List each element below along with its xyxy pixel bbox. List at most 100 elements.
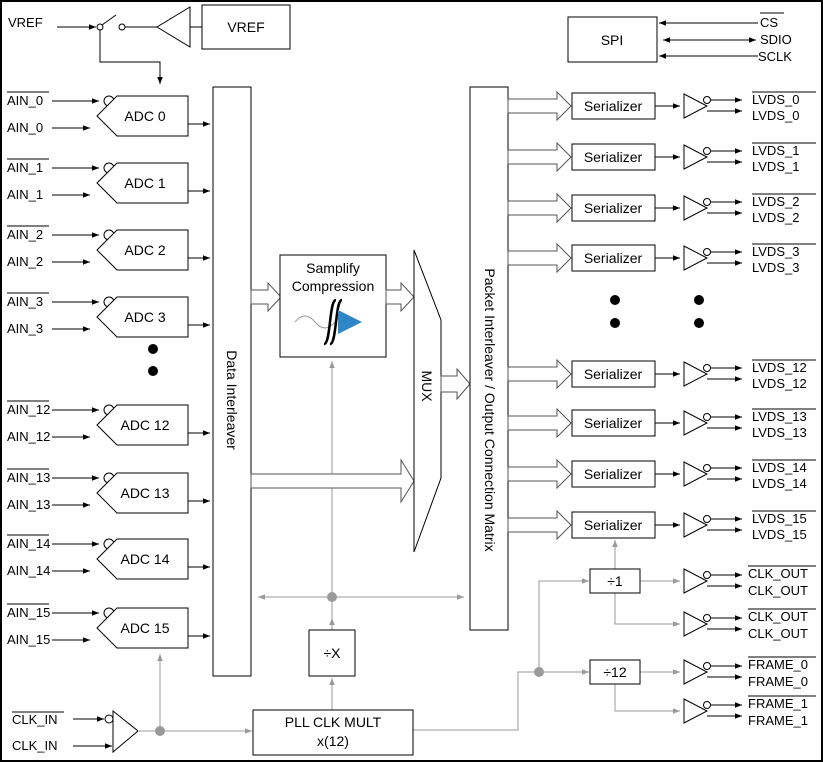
lvds-negative-label: LVDS_15 xyxy=(752,511,807,526)
bus-arrow xyxy=(507,509,572,541)
adc-label: ADC 1 xyxy=(124,175,165,191)
lvds-positive-label: LVDS_13 xyxy=(752,425,807,440)
output-driver xyxy=(683,698,709,724)
output-negative-label: FRAME_0 xyxy=(748,657,808,672)
ellipsis-dot xyxy=(694,295,704,305)
adc-block xyxy=(96,538,189,580)
spi-sclk-label: SCLK xyxy=(758,49,792,64)
serializer-label: Serializer xyxy=(584,200,643,216)
adc-block xyxy=(96,296,189,338)
output-negative-label: FRAME_1 xyxy=(748,696,808,711)
output-driver xyxy=(683,659,709,685)
ain-positive-label: AIN_3 xyxy=(7,321,43,336)
lvds-driver xyxy=(683,461,709,487)
ain-positive-label: AIN_2 xyxy=(7,254,43,269)
divide-by-1-block xyxy=(589,568,641,594)
compression-label: Compression xyxy=(292,278,374,294)
serializer-block xyxy=(571,143,656,171)
ain-negative-label: AIN_14 xyxy=(7,536,50,551)
pll-label: PLL CLK MULT xyxy=(285,714,382,730)
ellipsis-dot xyxy=(148,366,158,376)
bus-arrow xyxy=(507,407,572,439)
adc-block xyxy=(96,95,189,137)
ain-negative-label: AIN_0 xyxy=(7,93,43,108)
bus-arrow xyxy=(507,90,572,122)
spi-block xyxy=(567,16,658,63)
spi-block-label: SPI xyxy=(601,32,624,48)
vref-buffer xyxy=(156,6,191,48)
serializer-label: Serializer xyxy=(584,517,643,533)
clk-in-section: CLK_IN CLK_IN xyxy=(12,654,252,754)
lvds-driver xyxy=(683,361,709,387)
serializer-label: Serializer xyxy=(584,250,643,266)
lvds-driver xyxy=(683,93,709,119)
bus-arrow xyxy=(507,141,572,173)
lvds-positive-label: LVDS_0 xyxy=(752,108,799,123)
clk-in-n-label: CLK_IN xyxy=(12,712,58,727)
ain-positive-label: AIN_13 xyxy=(7,497,50,512)
mux-block xyxy=(413,249,442,553)
pll-multiplier-label: x(12) xyxy=(317,733,349,749)
samplify-logo-icon xyxy=(294,298,362,346)
bus-arrow xyxy=(507,192,572,224)
output-driver xyxy=(683,611,709,637)
serializer-block xyxy=(571,460,656,488)
ain-positive-label: AIN_1 xyxy=(7,187,43,202)
lvds-driver xyxy=(683,144,709,170)
lvds-driver xyxy=(683,245,709,271)
adc-block xyxy=(96,229,189,271)
spi-sdio-label: SDIO xyxy=(760,32,792,47)
clk-in-p-label: CLK_IN xyxy=(12,738,58,753)
ain-negative-label: AIN_15 xyxy=(7,605,50,620)
serializer-block xyxy=(571,244,656,272)
adc-label: ADC 13 xyxy=(120,485,169,501)
serializer-block xyxy=(571,409,656,437)
serializer-block xyxy=(571,92,656,120)
lvds-negative-label: LVDS_1 xyxy=(752,143,799,158)
bypass-bus-arrow xyxy=(250,458,415,504)
lvds-negative-label: LVDS_2 xyxy=(752,194,799,209)
clk-in-buffer xyxy=(112,709,139,754)
bus-arrow xyxy=(507,358,572,390)
lvds-positive-label: LVDS_15 xyxy=(752,527,807,542)
ellipsis-dot xyxy=(148,344,158,354)
adc-label: ADC 3 xyxy=(124,309,165,325)
data-interleaver-block xyxy=(212,86,252,677)
divide-by-12-block xyxy=(589,659,641,685)
serializer-block xyxy=(571,511,656,539)
lvds-negative-label: LVDS_0 xyxy=(752,92,799,107)
pll-clk-mult-block xyxy=(252,709,414,756)
divide-by-x-label: ÷X xyxy=(323,645,341,661)
adc-label: ADC 15 xyxy=(120,620,169,636)
serializer-label: Serializer xyxy=(584,466,643,482)
ellipsis-dot xyxy=(610,295,620,305)
ain-negative-label: AIN_13 xyxy=(7,470,50,485)
data-interleaver-label: Data Interleaver xyxy=(224,350,240,450)
divide-by-1-label: ÷1 xyxy=(607,573,623,589)
adc-block xyxy=(96,607,189,649)
adc-block xyxy=(96,162,189,204)
samplify-label: Samplify xyxy=(306,260,360,276)
samplify-section: Samplify Compression xyxy=(250,254,415,358)
lvds-negative-label: LVDS_13 xyxy=(752,409,807,424)
adc-block xyxy=(96,472,189,514)
mux-label: MUX xyxy=(419,370,435,402)
